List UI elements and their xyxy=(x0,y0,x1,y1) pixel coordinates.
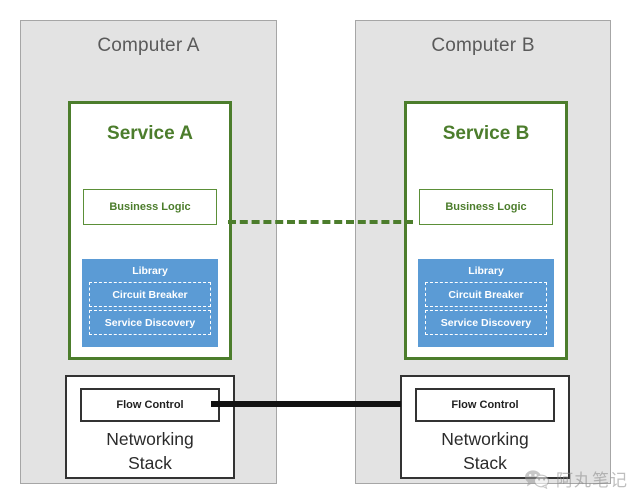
service-discovery-label-b: Service Discovery xyxy=(440,316,532,329)
networking-stack-box-a: Flow Control Networking Stack xyxy=(65,375,235,479)
service-box-a: Service A Business Logic Library Circuit… xyxy=(68,101,232,360)
watermark-text: 阿丸笔记 xyxy=(556,471,628,491)
networking-stack-solid-connector xyxy=(211,401,401,407)
library-box-b: Library Circuit Breaker Service Discover… xyxy=(418,259,554,347)
library-label-a: Library xyxy=(132,265,168,277)
library-label-b: Library xyxy=(468,265,504,277)
networking-stack-line1-a: Networking xyxy=(106,429,194,449)
wechat-icon xyxy=(525,469,550,489)
computer-title-a: Computer A xyxy=(97,35,200,56)
networking-stack-line2-a: Stack xyxy=(128,453,172,473)
service-box-b: Service B Business Logic Library Circuit… xyxy=(404,101,568,360)
flow-control-label-b: Flow Control xyxy=(451,399,519,411)
service-to-service-dashed-connector xyxy=(228,220,413,224)
service-title-b: Service B xyxy=(442,123,530,144)
flow-control-label-a: Flow Control xyxy=(116,399,184,411)
business-logic-box-a: Business Logic xyxy=(83,189,217,225)
circuit-breaker-box-a: Circuit Breaker xyxy=(89,282,211,307)
networking-stack-line1-b: Networking xyxy=(441,429,529,449)
circuit-breaker-box-b: Circuit Breaker xyxy=(425,282,547,307)
service-discovery-box-a: Service Discovery xyxy=(89,310,211,335)
circuit-breaker-label-a: Circuit Breaker xyxy=(112,288,188,301)
computer-panel-b: Computer B Service B Business Logic Libr… xyxy=(355,20,611,484)
networking-stack-label-a: Networking Stack xyxy=(67,427,233,475)
computer-title-b: Computer B xyxy=(431,35,535,56)
watermark: 阿丸笔记 xyxy=(524,466,628,491)
business-logic-box-b: Business Logic xyxy=(419,189,553,225)
networking-stack-line2-b: Stack xyxy=(463,453,507,473)
business-logic-label-a: Business Logic xyxy=(109,201,191,213)
service-discovery-box-b: Service Discovery xyxy=(425,310,547,335)
flow-control-box-a: Flow Control xyxy=(80,388,220,422)
business-logic-label-b: Business Logic xyxy=(445,201,527,213)
service-title-a: Service A xyxy=(107,123,193,144)
computer-panel-a: Computer A Service A Business Logic Libr… xyxy=(20,20,277,484)
flow-control-box-b: Flow Control xyxy=(415,388,555,422)
library-box-a: Library Circuit Breaker Service Discover… xyxy=(82,259,218,347)
networking-stack-box-b: Flow Control Networking Stack xyxy=(400,375,570,479)
service-discovery-label-a: Service Discovery xyxy=(104,316,196,329)
networking-stack-label-b: Networking Stack xyxy=(402,427,568,475)
circuit-breaker-label-b: Circuit Breaker xyxy=(448,288,524,301)
